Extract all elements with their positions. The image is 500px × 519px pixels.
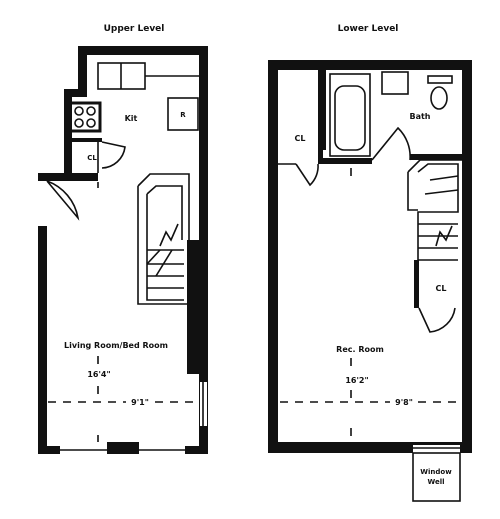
upper-room-label: Living Room/Bed Room bbox=[64, 341, 168, 350]
stair-winder bbox=[146, 249, 161, 265]
lower-stair-outline bbox=[407, 159, 462, 211]
window-opening bbox=[413, 445, 460, 453]
upper-kitchen-step-wall bbox=[64, 89, 87, 97]
window-well-label-1: Window bbox=[420, 468, 452, 476]
bath-door-swing bbox=[371, 126, 411, 161]
lower-top-wall bbox=[268, 60, 472, 70]
upper-left-top-wall bbox=[78, 46, 87, 94]
entry-door-swing bbox=[46, 180, 80, 221]
upper-stair-outline bbox=[137, 173, 190, 305]
lower-closet-door bbox=[295, 163, 319, 187]
bath-bottom-wall-right bbox=[410, 154, 462, 160]
upper-entry-wall bbox=[38, 173, 98, 181]
upper-room-length: 16'4" bbox=[87, 370, 110, 379]
refrigerator-label: R bbox=[180, 111, 186, 119]
lower-room-width: 9'8" bbox=[395, 398, 413, 407]
bathtub-basin bbox=[334, 85, 366, 151]
lower-closet-top-label: CL bbox=[295, 134, 306, 143]
upper-stair-wall bbox=[187, 240, 199, 374]
toilet-bowl bbox=[430, 86, 448, 110]
lower-right-wall bbox=[462, 60, 472, 453]
stove-burner-icon bbox=[86, 118, 96, 128]
upper-kitchen-left-wall bbox=[64, 89, 72, 139]
lower-left-wall bbox=[268, 60, 278, 453]
upper-closet-door bbox=[101, 141, 126, 169]
upper-left-wall bbox=[38, 226, 47, 454]
stove-burner-icon bbox=[74, 106, 84, 116]
upper-bottom-wall-left bbox=[38, 446, 60, 454]
bath-left-wall-inner bbox=[318, 70, 326, 150]
toilet-tank bbox=[427, 75, 453, 84]
stair-winder bbox=[424, 189, 459, 195]
kitchen-stove bbox=[68, 101, 102, 133]
lower-level-plan: Lower Level Bath CL bbox=[268, 24, 472, 502]
upper-closet-left-wall bbox=[64, 131, 72, 177]
kitchen-label: Kit bbox=[125, 114, 138, 123]
lower-bottom-wall bbox=[268, 442, 472, 453]
upper-bottom-wall-right bbox=[185, 446, 208, 454]
upper-stair-inner bbox=[146, 185, 184, 301]
bath-label: Bath bbox=[409, 112, 430, 121]
lower-stair-closet-door bbox=[418, 307, 456, 333]
lower-level-title: Lower Level bbox=[338, 24, 399, 34]
upper-top-wall bbox=[78, 46, 208, 55]
upper-closet-top-wall bbox=[72, 138, 102, 142]
upper-right-wall bbox=[199, 46, 208, 454]
stair-break-icon bbox=[159, 223, 179, 247]
window-well-label-2: Well bbox=[427, 478, 444, 486]
upper-bottom-wall-mid bbox=[107, 442, 139, 454]
lower-closet-stair-label: CL bbox=[436, 284, 447, 293]
bathtub bbox=[329, 73, 371, 157]
stair-winder bbox=[429, 175, 459, 181]
bath-bottom-wall bbox=[318, 158, 372, 164]
lower-stair-closet-wall bbox=[414, 260, 419, 308]
lower-room-label: Rec. Room bbox=[336, 345, 384, 354]
upper-level-title: Upper Level bbox=[104, 24, 165, 34]
stove-burner-icon bbox=[74, 118, 84, 128]
upper-level-plan: Upper Level R Kit CL bbox=[38, 24, 208, 454]
bath-sink bbox=[381, 71, 409, 95]
window-well bbox=[412, 452, 461, 502]
lower-room-length: 16'2" bbox=[345, 376, 368, 385]
stove-burner-icon bbox=[86, 106, 96, 116]
stair-break-icon bbox=[435, 225, 453, 247]
refrigerator bbox=[167, 97, 199, 131]
stair-winder bbox=[155, 249, 173, 277]
upper-closet-label: CL bbox=[87, 154, 97, 162]
upper-room-width: 9'1" bbox=[131, 398, 149, 407]
